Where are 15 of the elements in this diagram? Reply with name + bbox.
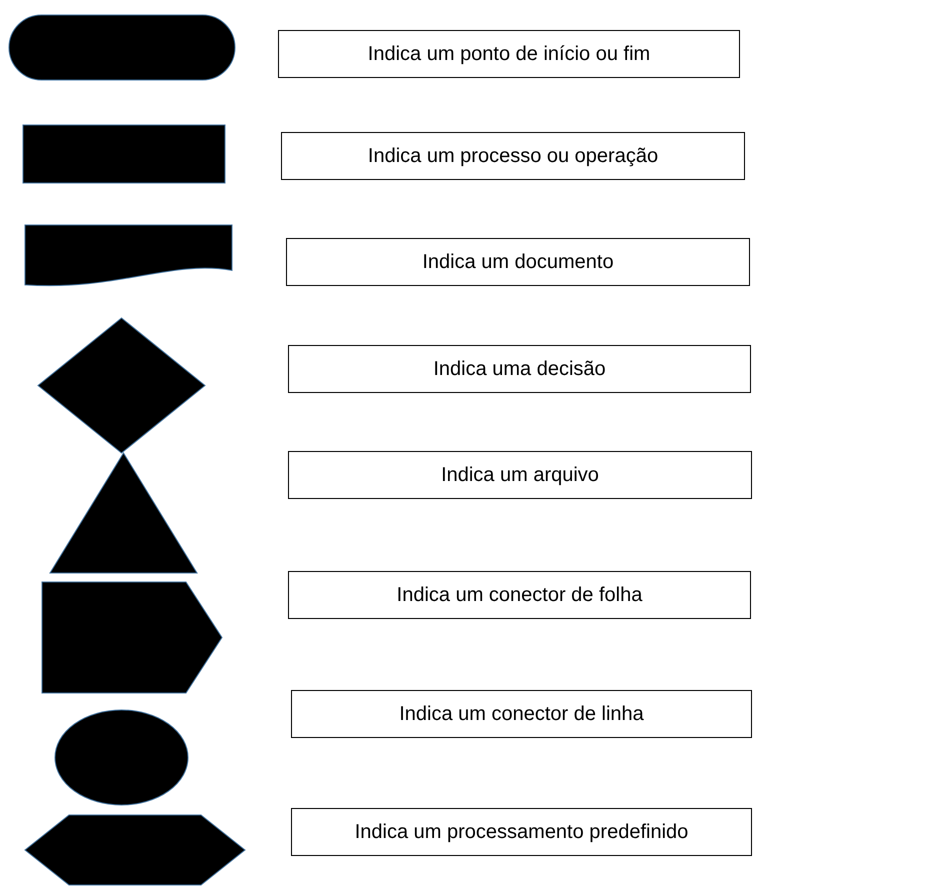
symbol-description: Indica um ponto de início ou fim [278, 30, 740, 78]
symbol-description: Indica uma decisão [288, 345, 751, 393]
connector-symbol [55, 710, 188, 805]
document-symbol [25, 225, 232, 288]
symbol-description: Indica um conector de folha [288, 571, 751, 619]
decision-symbol [38, 318, 205, 453]
file-symbol [50, 453, 197, 573]
process-symbol [23, 125, 225, 183]
symbol-description: Indica um conector de linha [291, 690, 752, 738]
symbol-description: Indica um documento [286, 238, 750, 286]
predefined-process-symbol [25, 815, 245, 885]
symbol-description: Indica um processo ou operação [281, 132, 745, 180]
symbol-description: Indica um processamento predefinido [291, 808, 752, 856]
off-page-connector-symbol [42, 582, 222, 693]
symbol-description: Indica um arquivo [288, 451, 752, 499]
